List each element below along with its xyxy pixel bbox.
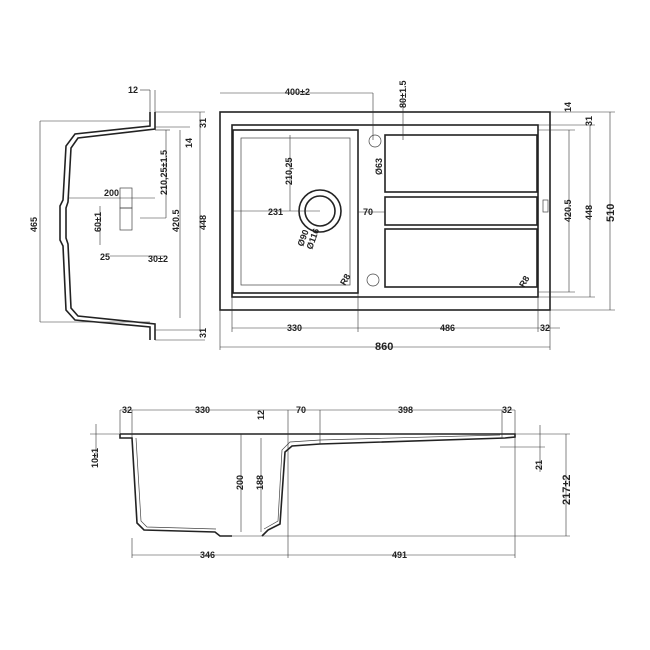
dim-31-top-view: 31 bbox=[584, 116, 594, 126]
dim-188: 188 bbox=[255, 475, 265, 490]
drainer-groove-3 bbox=[384, 228, 538, 288]
dim-31-top: 31 bbox=[198, 118, 208, 128]
top-view: 400±2 80±1.5 Ø63 210,25 231 70 Ø90 Ø116 … bbox=[219, 81, 617, 353]
dim-25: 25 bbox=[100, 252, 110, 262]
dim-491: 491 bbox=[392, 550, 407, 560]
tap-hole-optional bbox=[366, 273, 380, 287]
dim-12-section: 12 bbox=[256, 410, 266, 420]
dim-330-top: 330 bbox=[287, 323, 302, 333]
dim-465: 465 bbox=[29, 217, 39, 232]
dim-210-25-top: 210,25 bbox=[284, 157, 294, 185]
side-view: 465 12 448 31 14 420.5 210,25±1.5 200 60… bbox=[29, 85, 208, 341]
dim-210-25: 210,25±1.5 bbox=[159, 150, 169, 195]
dim-217: 217±2 bbox=[561, 474, 573, 505]
dim-70-section: 70 bbox=[296, 405, 306, 415]
drainer-groove-1 bbox=[384, 134, 538, 193]
dim-346: 346 bbox=[200, 550, 215, 560]
sink-outline bbox=[219, 111, 551, 311]
dim-420-5-top: 420.5 bbox=[563, 199, 573, 222]
radius-r8-drainer: R8 bbox=[517, 274, 531, 289]
drainer-groove-2 bbox=[384, 196, 538, 226]
dim-21: 21 bbox=[534, 460, 544, 470]
dim-32-left: 32 bbox=[122, 405, 132, 415]
dim-330-section: 330 bbox=[195, 405, 210, 415]
dim-231: 231 bbox=[268, 207, 283, 217]
dim-12: 12 bbox=[128, 85, 138, 95]
dim-32-top: 32 bbox=[540, 323, 550, 333]
sink-rim bbox=[231, 124, 539, 298]
dim-63: Ø63 bbox=[374, 158, 384, 175]
radius-r8-bowl: R8 bbox=[338, 272, 352, 287]
dim-80: 80±1.5 bbox=[398, 81, 408, 108]
dim-14: 14 bbox=[184, 138, 194, 148]
dim-486: 486 bbox=[440, 323, 455, 333]
dim-70: 70 bbox=[363, 207, 373, 217]
dim-200-section: 200 bbox=[235, 475, 245, 490]
dim-10: 10±1 bbox=[90, 448, 100, 468]
overflow bbox=[542, 199, 549, 213]
bowl bbox=[232, 129, 359, 294]
dim-14-top: 14 bbox=[563, 102, 573, 112]
bowl-bevel bbox=[240, 137, 351, 286]
section-view: 32 330 70 398 32 12 10±1 200 188 21 217±… bbox=[90, 405, 573, 560]
section-profile-inner bbox=[135, 434, 501, 530]
tap-hole bbox=[368, 134, 382, 148]
dim-398: 398 bbox=[398, 405, 413, 415]
side-profile-inner bbox=[65, 112, 156, 340]
dim-860: 860 bbox=[375, 341, 393, 353]
section-profile-outer bbox=[119, 433, 516, 537]
dim-32-right: 32 bbox=[502, 405, 512, 415]
dim-30: 30±2 bbox=[148, 254, 168, 264]
dim-60: 60±1 bbox=[93, 212, 103, 232]
dim-420-5: 420.5 bbox=[171, 209, 181, 232]
side-profile-outer bbox=[59, 112, 151, 340]
dim-200: 200 bbox=[104, 188, 119, 198]
dim-448: 448 bbox=[198, 215, 208, 230]
dim-31-bottom: 31 bbox=[198, 328, 208, 338]
dim-448-top: 448 bbox=[584, 205, 594, 220]
dim-510: 510 bbox=[605, 204, 617, 222]
dim-400: 400±2 bbox=[285, 87, 310, 97]
